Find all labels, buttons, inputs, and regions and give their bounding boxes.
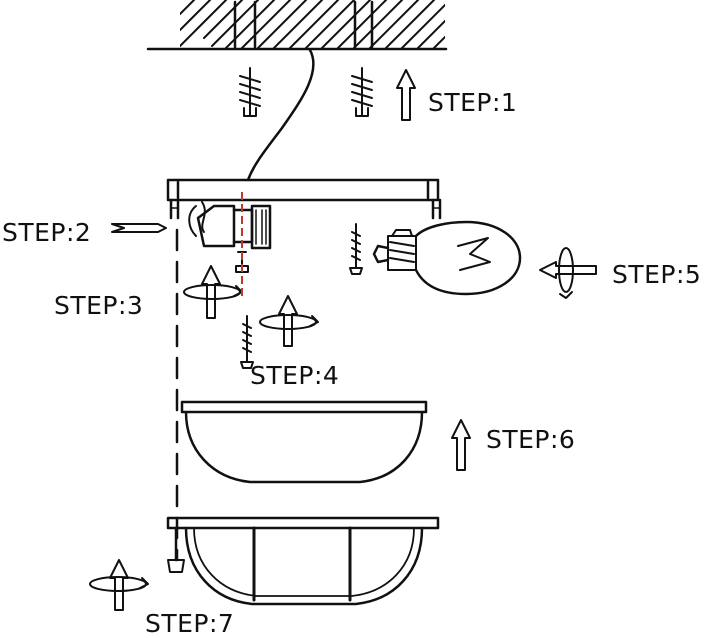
step3-rotate-arrow (183, 265, 243, 319)
mounting-bar (166, 178, 442, 220)
mounting-screw (240, 315, 254, 369)
step5-label: STEP:5 (612, 260, 702, 289)
lamp-socket (188, 201, 272, 250)
wall-anchor-right (351, 67, 373, 117)
ceiling (146, 0, 448, 51)
step6-arrow (451, 419, 471, 471)
step1-label: STEP:1 (428, 88, 518, 117)
wire-guard-cage (166, 516, 440, 606)
light-bulb (372, 220, 522, 296)
step2-arrow (111, 223, 167, 233)
step4-label: STEP:4 (250, 361, 340, 390)
step6-label: STEP:6 (486, 425, 576, 454)
bulb-side-screw (349, 223, 363, 275)
step1-arrow (396, 69, 416, 121)
step3-label: STEP:3 (54, 291, 144, 320)
glass-shade (180, 400, 428, 484)
step7-label: STEP:7 (145, 609, 235, 638)
step5-rotate-arrow (539, 247, 597, 299)
step4-rotate-arrow (259, 295, 319, 347)
wall-anchor-left (239, 67, 261, 117)
supply-wire (246, 48, 315, 182)
step2-label: STEP:2 (2, 218, 92, 247)
step7-rotate-arrow (89, 559, 149, 611)
